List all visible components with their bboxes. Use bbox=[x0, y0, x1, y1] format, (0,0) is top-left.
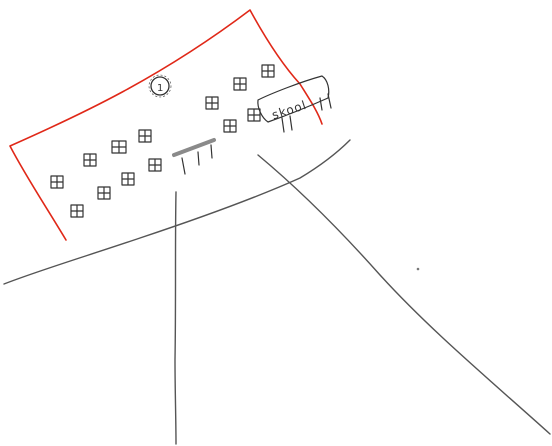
clock-numeral: 1 bbox=[157, 83, 164, 94]
clock-icon: 1 bbox=[148, 74, 172, 98]
window bbox=[148, 158, 162, 172]
ground-speck bbox=[416, 267, 420, 271]
school-building-outline bbox=[9, 9, 323, 241]
ground-line bbox=[3, 139, 351, 285]
window bbox=[138, 129, 152, 143]
window bbox=[111, 140, 127, 154]
road-right-line bbox=[257, 154, 551, 435]
window bbox=[97, 186, 111, 200]
school-sign-text: skool bbox=[270, 98, 308, 122]
window bbox=[83, 153, 97, 167]
entrance-canopy bbox=[172, 138, 216, 175]
school-sign: skool bbox=[257, 75, 332, 133]
window bbox=[70, 204, 84, 218]
window bbox=[205, 96, 219, 110]
window bbox=[261, 64, 275, 78]
window bbox=[223, 119, 237, 133]
window bbox=[121, 172, 135, 186]
window bbox=[233, 77, 247, 91]
window bbox=[50, 175, 64, 189]
road-left-line bbox=[174, 191, 177, 445]
window bbox=[247, 108, 261, 122]
